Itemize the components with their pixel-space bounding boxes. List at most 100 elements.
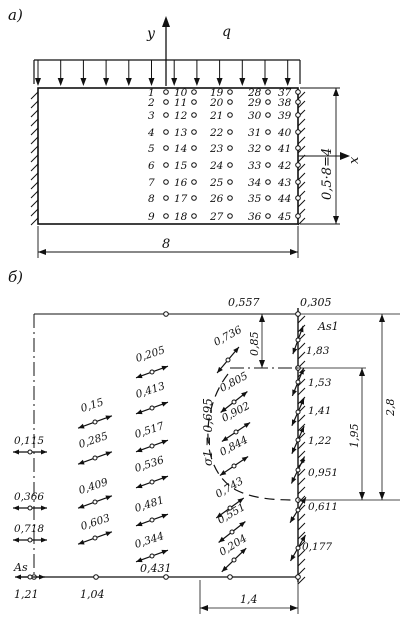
node-number: 24 [209, 160, 223, 172]
stress-arrowhead [221, 436, 229, 442]
col5-value-1: 1,83 [306, 345, 330, 357]
node-number: 8 [148, 193, 155, 205]
node-number: 33 [248, 160, 262, 172]
node-number: 27 [209, 211, 224, 223]
node-number: 39 [278, 110, 292, 122]
node-number: 15 [174, 160, 188, 172]
stress-arrowhead [13, 505, 19, 511]
stress-arrowhead [136, 483, 143, 489]
col5-labels: 1,83 1,53 1,41 1,22 0,951 0,611 0,177 [302, 345, 338, 553]
node-marker [191, 89, 197, 95]
col1-value-3: 0,718 [14, 523, 44, 535]
node-marker [191, 213, 197, 219]
stress-point [229, 529, 235, 535]
node-number: 19 [210, 87, 224, 99]
dim-085-label: 0,85 [248, 332, 261, 357]
node-marker [295, 179, 301, 185]
col2-value-4: 0,603 [79, 512, 112, 533]
hatch-left [30, 190, 39, 199]
node-marker [295, 213, 301, 219]
stress-arrowhead [219, 470, 227, 476]
load-arrowhead [80, 78, 87, 86]
b-as-label: As [13, 561, 28, 574]
stress-point [92, 499, 98, 505]
node-number: 20 [209, 97, 224, 109]
stress-arrowhead [78, 539, 85, 545]
node-number: 43 [277, 177, 292, 189]
load-arrowhead [103, 78, 110, 86]
hatch-right-b [297, 468, 306, 477]
hatch-right-b [297, 414, 306, 423]
stress-point [27, 574, 33, 580]
b-node-marker [295, 574, 301, 580]
node-number: 10 [174, 87, 188, 99]
hatch-left [30, 118, 39, 127]
node-number: 4 [147, 127, 155, 139]
hatch-left [30, 91, 39, 100]
node-number: 3 [148, 110, 155, 122]
node-number: 2 [147, 97, 155, 109]
node-marker [227, 112, 233, 118]
stress-arrowhead [299, 398, 305, 405]
stress-point [231, 399, 237, 405]
b-node-marker [163, 574, 169, 580]
node-number: 16 [174, 177, 188, 189]
stress-arrowhead [136, 373, 143, 379]
stress-point [92, 455, 98, 461]
stress-arrowhead [216, 512, 223, 518]
col2-value-2: 0,285 [77, 430, 110, 451]
node-marker [227, 89, 233, 95]
stress-arrowhead [41, 449, 47, 455]
node-marker [227, 162, 233, 168]
stress-arrowhead [220, 406, 227, 413]
node-number: 38 [278, 97, 292, 109]
col3-bottom-value: 0,431 [140, 562, 172, 575]
node-marker [227, 99, 233, 105]
stress-arrowhead [78, 503, 85, 509]
stress-arrowhead [239, 521, 246, 528]
load-arrowhead [148, 78, 155, 86]
node-marker [163, 162, 169, 168]
node-number: 13 [174, 127, 188, 139]
stress-arrowhead [161, 549, 168, 555]
stress-arrowhead [300, 535, 306, 542]
stress-arrowhead [105, 415, 112, 421]
dim-195-arrow-top [359, 368, 365, 376]
hatch-left [30, 199, 39, 208]
node-marker [295, 89, 301, 95]
hatch-left [30, 127, 39, 136]
col2-value-1: 0,15 [79, 396, 105, 415]
node-marker [265, 179, 271, 185]
hatch-right [297, 118, 306, 127]
node-marker [265, 162, 271, 168]
hatch-right-b [297, 342, 306, 351]
stress-point [149, 479, 155, 485]
dim-195-arrow-bottom [359, 492, 365, 500]
node-number: 6 [148, 160, 155, 172]
stress-point [92, 535, 98, 541]
col5-value-5: 0,951 [308, 467, 338, 479]
node-marker [295, 129, 301, 135]
node-marker [227, 145, 233, 151]
node-marker [295, 99, 301, 105]
stress-arrowhead [241, 456, 249, 462]
dim-195-label: 1,95 [348, 424, 361, 449]
node-number: 25 [209, 177, 224, 189]
bottom-value-2: 1,04 [80, 588, 105, 601]
node-number: 1 [148, 87, 155, 99]
stress-arrowhead [41, 505, 47, 511]
node-number: 17 [174, 193, 188, 205]
stress-arrowhead [161, 401, 168, 407]
dim-085-arrow-bottom [259, 360, 265, 368]
node-marker [191, 145, 197, 151]
node-number: 9 [148, 211, 155, 223]
hatch-left [30, 154, 39, 163]
stress-arrowhead [136, 557, 143, 563]
hatch-left [30, 208, 39, 217]
x-axis-arrowhead [340, 152, 350, 160]
node-number: 12 [174, 110, 188, 122]
col5-value-7: 0,177 [302, 541, 332, 553]
node-number: 22 [209, 127, 224, 139]
col4-value-3: 0,902 [220, 400, 252, 425]
node-marker [227, 213, 233, 219]
